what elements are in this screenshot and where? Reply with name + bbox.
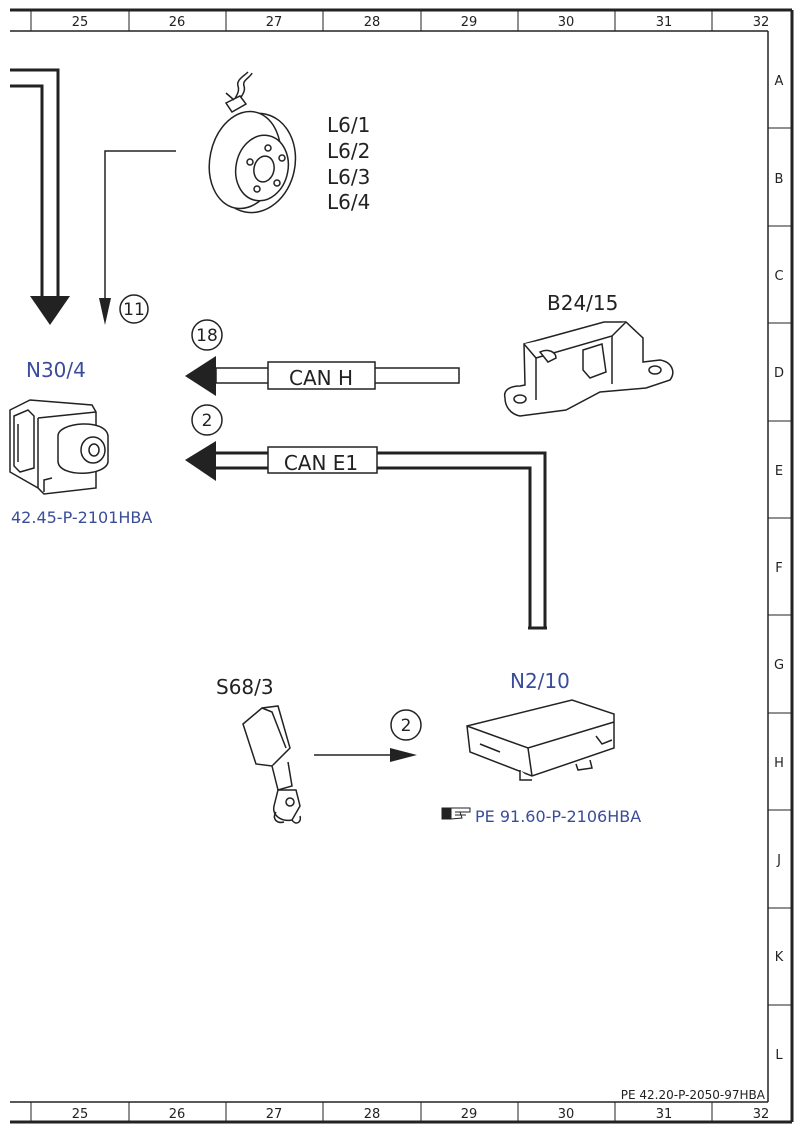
pointing-hand-icon (441, 807, 471, 820)
column-label: 26 (169, 1107, 186, 1122)
row-label: K (775, 950, 784, 965)
esp-control-unit-icon (9, 399, 109, 495)
column-label: 28 (364, 1107, 381, 1122)
column-label: 27 (266, 15, 283, 30)
buckle-signal-line (314, 748, 417, 762)
column-label: 28 (364, 15, 381, 30)
restraint-control-unit-icon (466, 699, 615, 781)
svg-text:2: 2 (401, 716, 412, 736)
sensor-labels: L6/1 L6/2 L6/3 L6/4 (327, 113, 370, 214)
column-labels-bottom: 25 26 27 28 29 30 31 32 (72, 1107, 770, 1122)
yaw-rate-sensor-icon (503, 321, 674, 417)
svg-text:11: 11 (123, 300, 145, 320)
s68-label: S68/3 (216, 675, 274, 699)
n30-label[interactable]: N30/4 (26, 358, 86, 382)
can-e1-bus (185, 441, 547, 630)
sensor-label: L6/1 (327, 113, 370, 137)
row-label: C (774, 269, 783, 284)
column-label: 29 (461, 15, 478, 30)
column-labels-top: 25 26 27 28 29 30 31 32 (72, 15, 770, 30)
n2-reference-link[interactable]: PE 91.60-P-2106HBA (475, 807, 641, 826)
svg-text:18: 18 (196, 326, 218, 346)
column-label: 25 (72, 15, 89, 30)
row-label: E (775, 464, 783, 479)
document-id: PE 42.20-P-2050-97HBA (621, 1088, 766, 1102)
sheet-frame (10, 8, 794, 1124)
connection-marker-2-buckle: 2 (390, 709, 422, 741)
row-label: B (775, 172, 784, 187)
column-label: 32 (753, 15, 770, 30)
connection-marker-11: 11 (119, 294, 149, 324)
column-label: 29 (461, 1107, 478, 1122)
row-label: H (774, 756, 784, 771)
svg-text:2: 2 (202, 411, 213, 431)
row-labels: A B C D E F G H J K L (774, 74, 784, 1063)
connection-marker-2-can: 2 (191, 404, 223, 436)
column-label: 30 (558, 1107, 575, 1122)
column-label: 27 (266, 1107, 283, 1122)
n2-label[interactable]: N2/10 (510, 669, 570, 693)
seat-belt-buckle-icon (242, 705, 302, 824)
thick-bus-arrow (10, 68, 70, 325)
row-label: A (775, 74, 784, 89)
can-e1-label: CAN E1 (284, 451, 358, 475)
column-label: 31 (656, 1107, 673, 1122)
column-label: 31 (656, 15, 673, 30)
row-label: F (775, 561, 782, 576)
sensor-label: L6/4 (327, 190, 370, 214)
can-h-bus (185, 356, 460, 396)
row-label: G (774, 658, 784, 673)
n30-reference-link[interactable]: 42.45-P-2101HBA (11, 508, 152, 527)
connection-marker-18: 18 (191, 319, 223, 351)
column-label: 32 (753, 1107, 770, 1122)
n2-reference[interactable]: PE 91.60-P-2106HBA (441, 807, 641, 826)
sensor-label: L6/2 (327, 139, 370, 163)
column-label: 26 (169, 15, 186, 30)
row-label: J (776, 853, 781, 868)
b24-label: B24/15 (547, 291, 618, 315)
can-h-label: CAN H (289, 366, 353, 390)
sensor-label: L6/3 (327, 165, 370, 189)
row-label: D (774, 366, 784, 381)
row-label: L (775, 1048, 783, 1063)
wheel-speed-sensor-icon (208, 71, 297, 214)
column-label: 30 (558, 15, 575, 30)
column-label: 25 (72, 1107, 89, 1122)
sensor-signal-line (99, 150, 176, 325)
